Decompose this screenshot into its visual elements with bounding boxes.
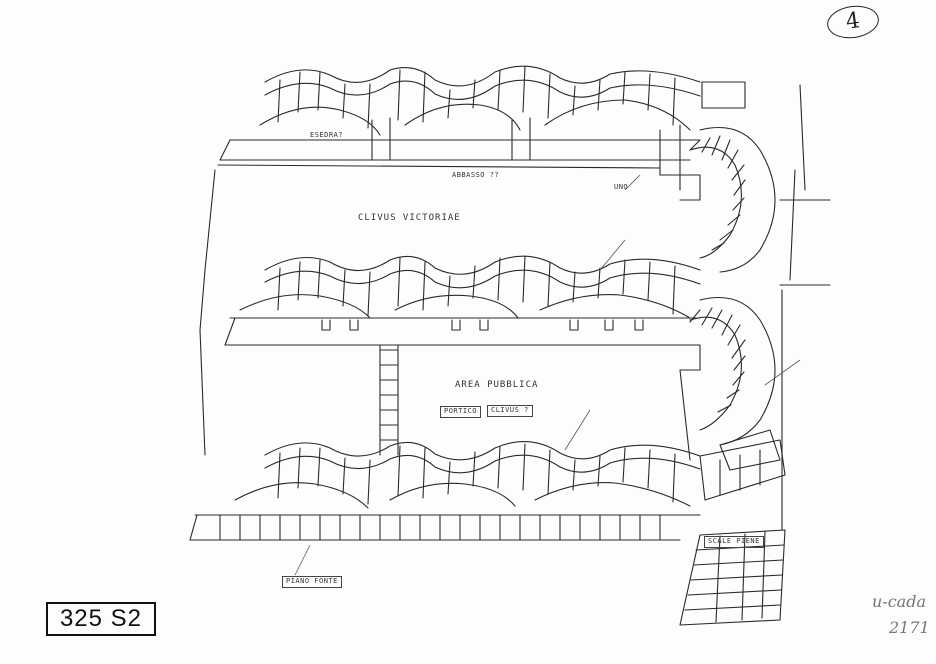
archive-code-box: 325 S2: [46, 602, 156, 636]
clivus-band-top: [204, 164, 661, 271]
ramp-lower: [659, 296, 781, 471]
pencil-note-2: 2171: [889, 618, 930, 637]
label-scale-piene: SCALE PIENE: [704, 536, 764, 548]
street-edge: [779, 84, 831, 531]
label-portico: PORTICO: [440, 406, 482, 418]
tier-middle: [224, 255, 701, 456]
tier-top: [219, 65, 746, 191]
label-clivus-question: CLIVUS ?: [487, 405, 533, 417]
central-area-walls: [199, 269, 691, 461]
label-piano-fonte: PIANO FONTE: [282, 576, 342, 588]
label-abbasso: ABBASSO ??: [452, 171, 500, 179]
label-uno: UNO: [614, 183, 629, 191]
tier-bottom: [189, 439, 786, 541]
leader-lines: [294, 174, 801, 576]
pencil-note-1: u-cada: [872, 592, 926, 611]
label-clivus-victoriae: CLIVUS VICTORIAE: [358, 213, 461, 223]
label-esedra: ESEDRA?: [310, 131, 344, 139]
label-area-pubblica: AREA PUBBLICA: [455, 380, 539, 390]
ramp-upper: [659, 126, 776, 273]
